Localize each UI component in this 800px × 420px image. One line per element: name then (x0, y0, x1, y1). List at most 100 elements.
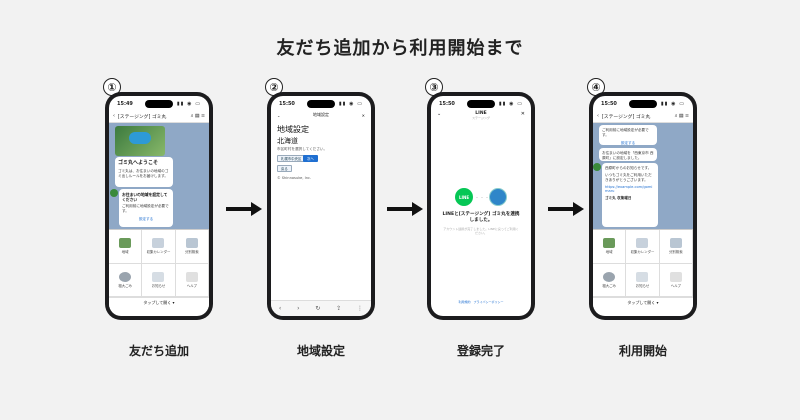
rich-menu: 地域 収集カレンダー 分別検索 粗大ごみ お知らせ ヘルプ (109, 229, 209, 297)
phone-screen: 15:50 ▮▮ ◉ ▭ ⌄ ✕ LINE ステージング LINE ・・・ LI… (431, 96, 531, 316)
menu-item[interactable]: お知らせ (142, 263, 176, 297)
menu-item[interactable]: 収集カレンダー (142, 230, 176, 264)
status-bar: 15:50 ▮▮ ◉ ▭ (271, 98, 371, 110)
back-icon[interactable]: ‹ (278, 305, 282, 312)
step-label: 地域設定 (296, 344, 345, 358)
area-link[interactable]: 設定する (138, 216, 154, 221)
copyright: © Shinnosuke, Inc. (277, 176, 312, 180)
area-icon (603, 238, 616, 249)
phone-frame: 15:50 ▮▮ ◉ ▭ ⌄ 地域設定 ✕ 地域設定 北海道 市区町村を選択して… (267, 92, 375, 320)
step-3: ③ 15:50 ▮▮ ◉ ▭ ⌄ ✕ LINE ステージング LINE ・・・ … (425, 78, 537, 328)
status-bar: 15:50 ▮▮ ◉ ▭ (593, 98, 693, 110)
tap-to-open-bar[interactable]: タップして開く ▾ (109, 297, 209, 307)
chevron-down-icon[interactable]: ⌄ (277, 112, 281, 118)
menu-item[interactable]: 分別検索 (659, 230, 693, 264)
area-body: ご利用前に地域設定が必要です。 (122, 204, 169, 214)
phone-screen: 15:49 ▮▮ ◉ ▭ ‹ [ステージング] ゴミ丸 ⌕ ▤ ≡ ゴミ丸へよう… (109, 96, 209, 316)
welcome-body: ゴミ丸は、お住まいの地域のゴミ出しルールをお届けします。 (118, 168, 169, 178)
calendar-icon (152, 238, 165, 249)
header-icons[interactable]: ⌕ ▤ ≡ (190, 114, 205, 119)
menu-item[interactable]: ヘルプ (175, 263, 209, 297)
more-icon[interactable]: ⋮ (357, 305, 364, 312)
welcome-bubble: ゴミ丸へようこそ ゴミ丸は、お住まいの地域のゴミ出しルールをお届けします。 (115, 157, 173, 187)
area-icon (119, 238, 132, 249)
footer-links[interactable]: 利用規約 プライバシーポリシー (458, 300, 504, 304)
chat-header: ‹ [ステージング] ゴミ丸 ⌕ ▤ ≡ (109, 110, 209, 123)
phone-frame: 15:50 ▮▮ ◉ ▭ ‹ [ステージング] ゴミ丸 ⌕ ▤ ≡ ご利用前に地… (589, 92, 697, 320)
notice-icon (152, 271, 165, 282)
menu-item[interactable]: 粗大ごみ (109, 263, 143, 297)
step-number: ③ (425, 78, 443, 96)
chat-name: [ステージング] ゴミ丸 (601, 114, 651, 120)
area-body: ご利用前に地域設定が必要です。 (602, 128, 649, 137)
chevron-down-icon[interactable]: ⌄ (437, 111, 442, 117)
status-icons: ▮▮ ◉ ▭ (498, 101, 523, 107)
tap-to-open-bar[interactable]: タップして開く ▾ (593, 297, 693, 307)
back-icon[interactable]: ‹ (113, 113, 115, 119)
step-4: ④ 15:50 ▮▮ ◉ ▭ ‹ [ステージング] ゴミ丸 ⌕ ▤ ≡ ご利用前… (587, 78, 699, 328)
region-prompt: 市区町村を選択してください。 (277, 147, 328, 151)
line-logo: LINE (455, 188, 473, 206)
menu-item[interactable]: 収集カレンダー (626, 230, 660, 264)
forward-icon[interactable]: › (297, 305, 300, 312)
chat-name: [ステージング] ゴミ丸 (117, 114, 167, 120)
chat-header: ‹ [ステージング] ゴミ丸 ⌕ ▤ ≡ (593, 110, 693, 123)
bulky-icon (603, 271, 616, 282)
link-complete-message: LINEと[ステージング] ゴミ丸を連携しました。 (442, 212, 520, 223)
status-icons: ▮▮ ◉ ▭ (176, 101, 201, 107)
phone-screen: 15:50 ▮▮ ◉ ▭ ‹ [ステージング] ゴミ丸 ⌕ ▤ ≡ ご利用前に地… (593, 96, 693, 316)
share-icon[interactable]: ⇪ (336, 305, 342, 312)
dynamic-island (467, 100, 495, 108)
menu-item[interactable]: 地域 (593, 230, 627, 264)
status-time: 15:49 (117, 101, 133, 107)
city-select[interactable]: 札幌市中央区 (277, 155, 306, 162)
status-bar: 15:49 ▮▮ ◉ ▭ (109, 98, 209, 110)
area-bubble: ご利用前に地域設定が必要です。 設定する (599, 125, 657, 145)
back-button[interactable]: 戻る (277, 165, 292, 172)
area-link[interactable]: 設定する (620, 140, 636, 145)
gomimaru-logo (489, 188, 507, 206)
arrow-icon (226, 202, 262, 216)
rich-menu: 地域 収集カレンダー 分別検索 粗大ごみ お知らせ ヘルプ (593, 229, 693, 297)
webview-title: 地域設定 (313, 112, 329, 117)
dynamic-island (307, 100, 335, 108)
notice-link[interactable]: https://example.com/gomimaru (605, 184, 653, 194)
search-icon (185, 238, 198, 249)
setting-done-bubble: お住まいの地域を「西東京市 西原町」に設定しました。 (599, 148, 657, 161)
status-time: 15:50 (439, 101, 455, 107)
menu-item[interactable]: 粗大ごみ (593, 263, 627, 297)
close-icon[interactable]: ✕ (520, 111, 525, 117)
welcome-image (115, 126, 165, 156)
notice-icon (636, 271, 649, 282)
status-time: 15:50 (601, 101, 617, 107)
calendar-icon (636, 238, 649, 249)
phone-screen: 15:50 ▮▮ ◉ ▭ ⌄ 地域設定 ✕ 地域設定 北海道 市区町村を選択して… (271, 96, 371, 316)
header-icons[interactable]: ⌕ ▤ ≡ (674, 114, 689, 119)
step-2: ② 15:50 ▮▮ ◉ ▭ ⌄ 地域設定 ✕ 地域設定 北海道 市区町村を選択… (265, 78, 377, 328)
back-icon[interactable]: ‹ (597, 113, 599, 119)
notice-line-2: いつもゴミ丸をご利用いただきありがとうございます。 (605, 172, 652, 182)
arrow-icon (387, 202, 423, 216)
webview-header: ⌄ 地域設定 ✕ (271, 110, 371, 120)
step-1: ① 15:49 ▮▮ ◉ ▭ ‹ [ステージング] ゴミ丸 ⌕ ▤ ≡ ゴミ丸へ… (103, 78, 215, 328)
menu-item[interactable]: 地域 (109, 230, 143, 264)
status-icons: ▮▮ ◉ ▭ (338, 101, 363, 107)
close-icon[interactable]: ✕ (361, 112, 365, 118)
status-bar: 15:50 ▮▮ ◉ ▭ (431, 98, 531, 110)
bulky-icon (119, 271, 132, 282)
arrow-icon (548, 202, 584, 216)
menu-item[interactable]: 分別検索 (175, 230, 209, 264)
chat-background: ゴミ丸へようこそ ゴミ丸は、お住まいの地域のゴミ出しルールをお届けします。 お住… (109, 123, 209, 229)
status-time: 15:50 (279, 101, 295, 107)
help-icon (185, 271, 198, 282)
notice-bubble: 西原町からのお知らせです。 いつもゴミ丸をご利用いただきありがとうございます。 … (602, 163, 658, 227)
menu-item[interactable]: ヘルプ (659, 263, 693, 297)
dynamic-island (145, 100, 173, 108)
status-icons: ▮▮ ◉ ▭ (660, 101, 685, 107)
next-button[interactable]: 次へ (303, 155, 318, 162)
welcome-title: ゴミ丸へようこそ (118, 160, 159, 166)
menu-item[interactable]: お知らせ (626, 263, 660, 297)
refresh-icon[interactable]: ↻ (315, 305, 321, 312)
link-dots: ・・・ (475, 195, 490, 200)
help-icon (669, 271, 682, 282)
